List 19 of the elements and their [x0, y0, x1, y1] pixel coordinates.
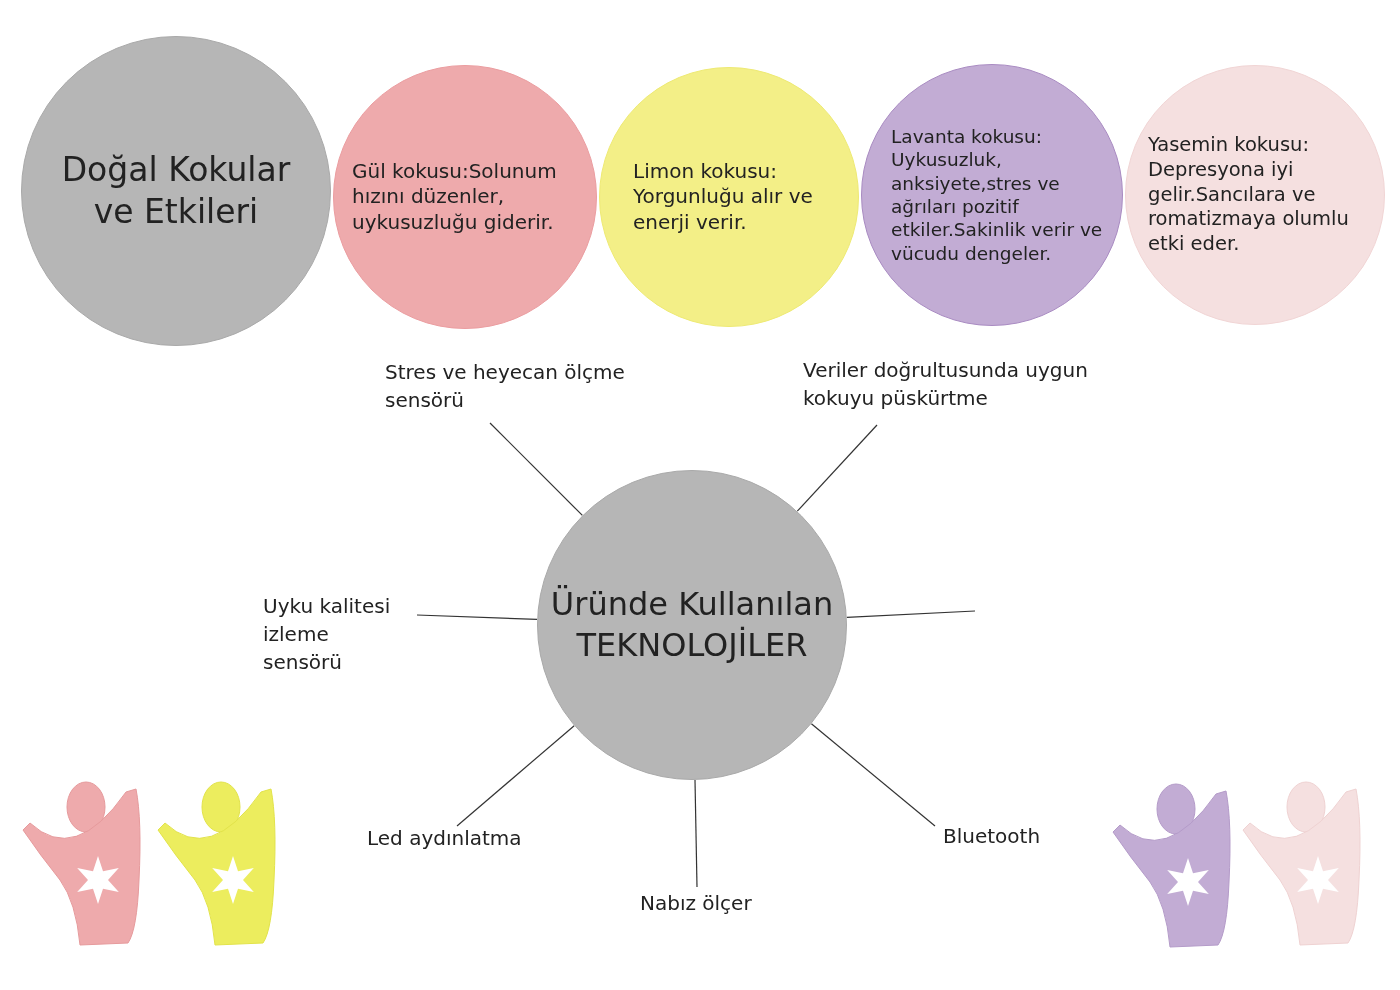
feature-label: Veriler doğrultusunda uygun kokuyu püskürtme [803, 356, 1103, 412]
leader-line [846, 610, 976, 618]
circle-text: Lavanta kokusu: Uykusuzluk, anksiyete,stres ve ağrıları pozitif etkiler.Sakinlik verir ve vücudu dengeler. [891, 124, 1104, 266]
circle-text: Gül kokusu:Solunum hızını düzenler, uykusuzluğu giderir. [352, 158, 558, 236]
feature-label: Nabız ölçer [640, 889, 752, 917]
leader-line [796, 424, 878, 512]
leader-line [810, 723, 936, 827]
leader-line [416, 614, 538, 620]
leader-line [694, 779, 698, 888]
feature-label: Led aydınlatma [367, 824, 522, 852]
feature-label: Bluetooth [943, 822, 1041, 850]
circle-title: Üründe Kullanılan TEKNOLOJİLER [549, 584, 835, 666]
circle-title: Doğal Kokular ve Etkileri [60, 149, 292, 233]
leader-line [456, 725, 575, 827]
circle-text: Limon kokusu: Yorgunluğu alır ve enerji verir. [633, 158, 814, 236]
leader-line [489, 422, 583, 516]
circle-text: Yasemin kokusu: Depresyona iyi gelir.Sancılara ve romatizmaya olumlu etki eder. [1148, 133, 1350, 257]
feature-label: Uyku kalitesi izleme sensörü [263, 592, 413, 676]
feature-label: Stres ve heyecan ölçme sensörü [385, 358, 645, 414]
